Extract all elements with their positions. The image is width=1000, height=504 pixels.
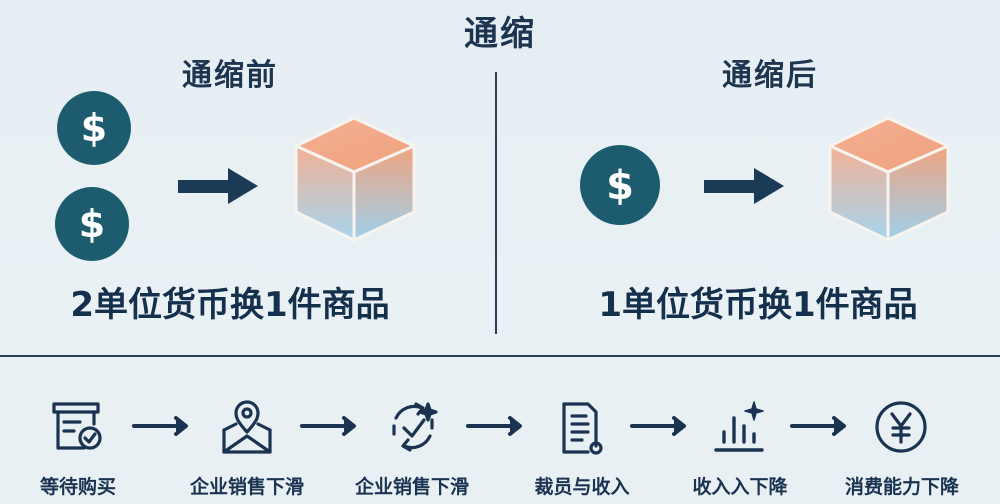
arrow-right-icon bbox=[704, 166, 786, 210]
horizontal-divider bbox=[0, 355, 1000, 357]
coin-symbol: $ bbox=[606, 163, 634, 209]
location-pin-box-icon bbox=[218, 400, 276, 456]
chain-step-label: 收入入下降 bbox=[692, 476, 788, 498]
chain-step-label: 裁员与收入 bbox=[534, 476, 630, 498]
dollar-coin-icon: $ bbox=[579, 144, 661, 226]
chain-arrow-icon bbox=[464, 413, 528, 443]
product-cube-icon bbox=[824, 114, 954, 248]
before-heading: 通缩前 bbox=[182, 58, 278, 93]
chain-arrow-icon bbox=[130, 413, 194, 443]
document-icon bbox=[552, 400, 610, 456]
cycle-arrows-icon bbox=[384, 398, 442, 456]
after-heading: 通缩后 bbox=[722, 58, 818, 93]
dollar-coin-icon: $ bbox=[56, 90, 132, 166]
dollar-coin-icon: $ bbox=[54, 186, 130, 262]
before-caption: 2单位货币换1件商品 bbox=[70, 285, 390, 325]
chain-arrow-icon bbox=[788, 413, 852, 443]
product-cube-icon bbox=[290, 114, 420, 248]
chain-step-label: 企业销售下滑 bbox=[189, 476, 304, 498]
yen-coin-icon bbox=[872, 398, 930, 456]
vertical-divider bbox=[495, 72, 497, 334]
chain-arrow-icon bbox=[298, 413, 362, 443]
after-caption: 1单位货币换1件商品 bbox=[598, 285, 918, 325]
coin-symbol: $ bbox=[81, 106, 107, 150]
chain-step-label: 消费能力下降 bbox=[844, 476, 959, 498]
arrow-right-icon bbox=[178, 166, 260, 210]
bar-chart-sparkle-icon bbox=[712, 398, 770, 456]
chain-arrow-icon bbox=[628, 413, 692, 443]
chain-step-label: 等待购买 bbox=[39, 476, 116, 498]
coin-symbol: $ bbox=[79, 202, 105, 246]
calendar-check-icon bbox=[48, 398, 106, 454]
chain-step-label: 企业销售下滑 bbox=[354, 476, 469, 498]
diagram-title: 通缩 bbox=[464, 14, 536, 54]
